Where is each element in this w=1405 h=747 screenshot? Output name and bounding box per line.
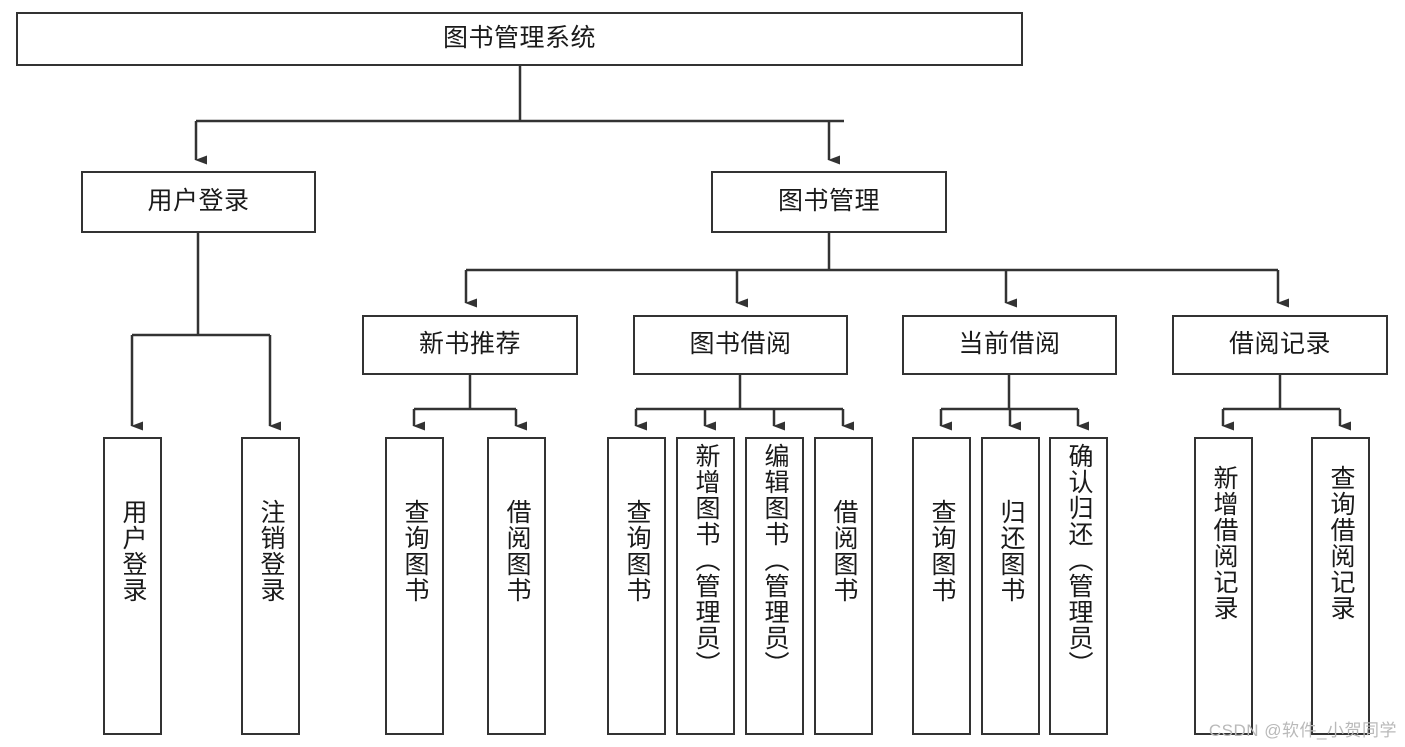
- node-leaf-user-login-label: 用户登录: [119, 499, 147, 603]
- node-leaf-query-book-1[interactable]: 查询图书: [385, 437, 444, 735]
- watermark: CSDN @软件_小贺同学: [1208, 721, 1397, 740]
- node-leaf-borrow-book-2[interactable]: 借阅图书: [814, 437, 873, 735]
- node-leaf-add-record[interactable]: 新增借阅记录: [1194, 437, 1253, 735]
- node-leaf-query-book-2[interactable]: 查询图书: [607, 437, 666, 735]
- node-user-login[interactable]: 用户登录: [81, 171, 316, 233]
- node-book-manage-label: 图书管理: [777, 187, 880, 216]
- node-book-borrow-label: 图书借阅: [689, 330, 792, 359]
- node-leaf-confirm-return-label: 确认归还（管理员）: [1065, 443, 1093, 677]
- node-current-borrow-label: 当前借阅: [958, 330, 1061, 359]
- node-current-borrow[interactable]: 当前借阅: [902, 315, 1117, 375]
- node-leaf-add-record-label: 新增借阅记录: [1210, 465, 1238, 621]
- node-leaf-borrow-book-2-label: 借阅图书: [830, 499, 858, 603]
- node-book-borrow[interactable]: 图书借阅: [633, 315, 848, 375]
- node-leaf-query-book-1-label: 查询图书: [401, 499, 429, 603]
- node-user-login-label: 用户登录: [147, 187, 250, 216]
- node-book-manage[interactable]: 图书管理: [711, 171, 947, 233]
- node-leaf-confirm-return[interactable]: 确认归还（管理员）: [1049, 437, 1108, 735]
- node-leaf-edit-book[interactable]: 编辑图书（管理员）: [745, 437, 804, 735]
- node-leaf-query-record-label: 查询借阅记录: [1327, 465, 1355, 621]
- node-borrow-record-label: 借阅记录: [1228, 330, 1331, 359]
- node-leaf-borrow-book-1-label: 借阅图书: [503, 499, 531, 603]
- node-new-book-rec-label: 新书推荐: [418, 330, 521, 359]
- node-leaf-edit-book-label: 编辑图书（管理员）: [761, 443, 789, 677]
- node-leaf-logout[interactable]: 注销登录: [241, 437, 300, 735]
- node-new-book-rec[interactable]: 新书推荐: [362, 315, 578, 375]
- node-leaf-query-record[interactable]: 查询借阅记录: [1311, 437, 1370, 735]
- node-leaf-add-book[interactable]: 新增图书（管理员）: [676, 437, 735, 735]
- node-leaf-return-book[interactable]: 归还图书: [981, 437, 1040, 735]
- node-borrow-record[interactable]: 借阅记录: [1172, 315, 1388, 375]
- node-leaf-user-login[interactable]: 用户登录: [103, 437, 162, 735]
- node-root-label: 图书管理系统: [442, 24, 596, 53]
- node-leaf-logout-label: 注销登录: [257, 499, 285, 603]
- node-root[interactable]: 图书管理系统: [16, 12, 1023, 66]
- node-leaf-query-book-3[interactable]: 查询图书: [912, 437, 971, 735]
- node-leaf-borrow-book-1[interactable]: 借阅图书: [487, 437, 546, 735]
- node-leaf-query-book-2-label: 查询图书: [623, 499, 651, 603]
- node-leaf-add-book-label: 新增图书（管理员）: [692, 443, 720, 677]
- node-leaf-return-book-label: 归还图书: [997, 499, 1025, 603]
- node-leaf-query-book-3-label: 查询图书: [928, 499, 956, 603]
